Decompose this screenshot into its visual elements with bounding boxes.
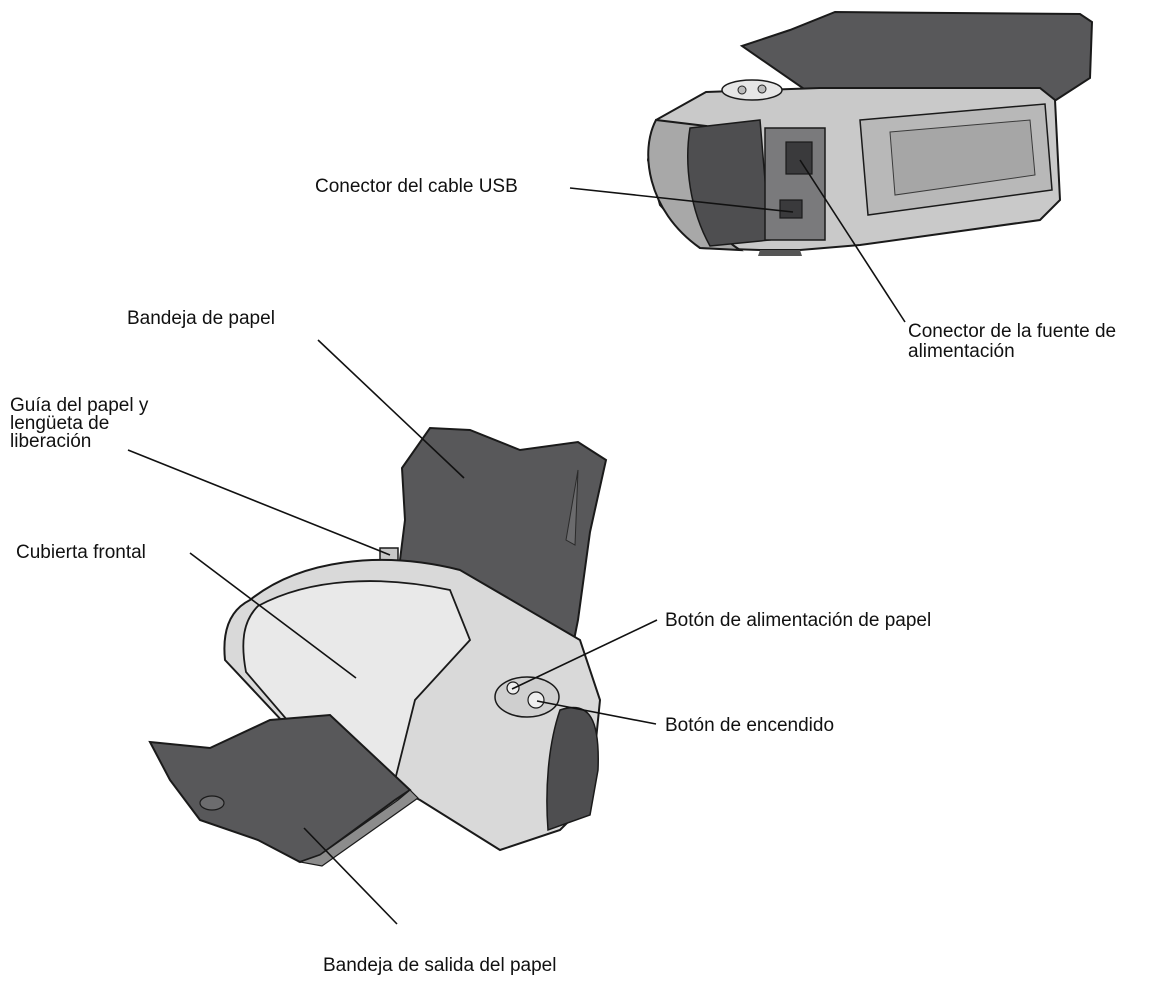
label-feed-button: Botón de alimentación de papel bbox=[665, 610, 932, 631]
label-output-tray: Bandeja de salida del papel bbox=[323, 955, 557, 976]
leader-output-tray bbox=[303, 827, 398, 925]
leader-power-connector bbox=[799, 159, 906, 323]
label-front-cover: Cubierta frontal bbox=[16, 542, 146, 563]
label-power-button: Botón de encendido bbox=[665, 715, 835, 736]
label-paper-guide: Guía del papel y lengüeta de liberación bbox=[10, 395, 149, 452]
power-button-illus bbox=[527, 691, 545, 709]
label-power-connector-line2: alimentación bbox=[908, 341, 1015, 362]
output-tray bbox=[148, 713, 412, 864]
usb-port bbox=[779, 199, 803, 219]
label-paper-guide-line1: Guía del papel y bbox=[10, 395, 149, 416]
leader-feed-button bbox=[511, 619, 658, 690]
rear-top-buttons bbox=[721, 79, 783, 101]
label-power-connector-line1: Conector de la fuente de bbox=[908, 321, 1117, 342]
leader-paper-tray bbox=[317, 339, 465, 479]
label-paper-tray: Bandeja de papel bbox=[127, 308, 275, 329]
leader-power-button bbox=[536, 700, 657, 725]
leader-paper-guide bbox=[127, 449, 391, 556]
leader-usb bbox=[569, 187, 794, 213]
rear-cavity bbox=[687, 119, 771, 247]
label-paper-guide-line2: lengüeta de bbox=[10, 413, 110, 434]
label-paper-guide-line3: liberación bbox=[10, 431, 92, 452]
label-power-connector: Conector de la fuente de alimentación bbox=[908, 322, 1116, 362]
power-port bbox=[785, 141, 813, 175]
label-usb-connector: Conector del cable USB bbox=[315, 176, 518, 197]
leader-front-cover bbox=[189, 552, 357, 679]
